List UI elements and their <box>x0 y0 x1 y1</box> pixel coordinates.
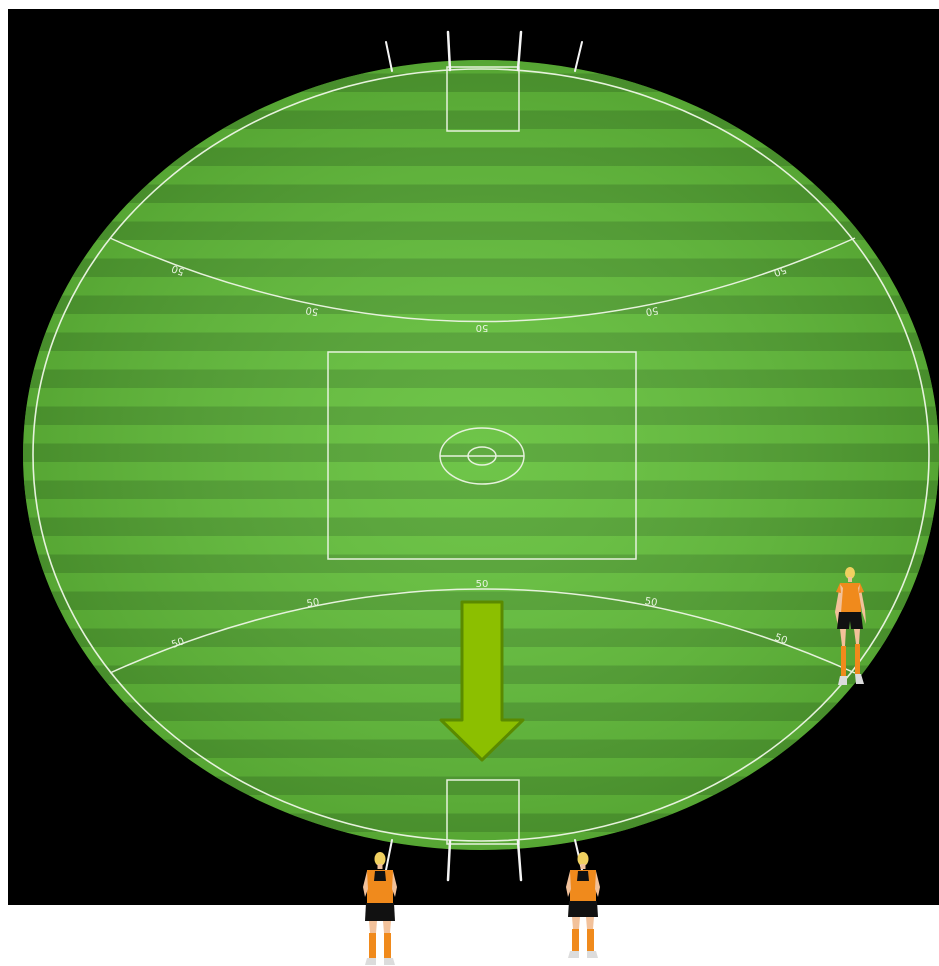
fifty-label-bottom-4: 50 <box>644 596 658 609</box>
fifty-label-top-4: 50 <box>645 304 659 317</box>
fifty-label-top-2: 50 <box>305 304 319 317</box>
fifty-label-bottom-2: 50 <box>306 597 320 610</box>
fifty-label-top-3: 50 <box>476 322 489 333</box>
fifty-label-bottom-3: 50 <box>476 579 489 590</box>
